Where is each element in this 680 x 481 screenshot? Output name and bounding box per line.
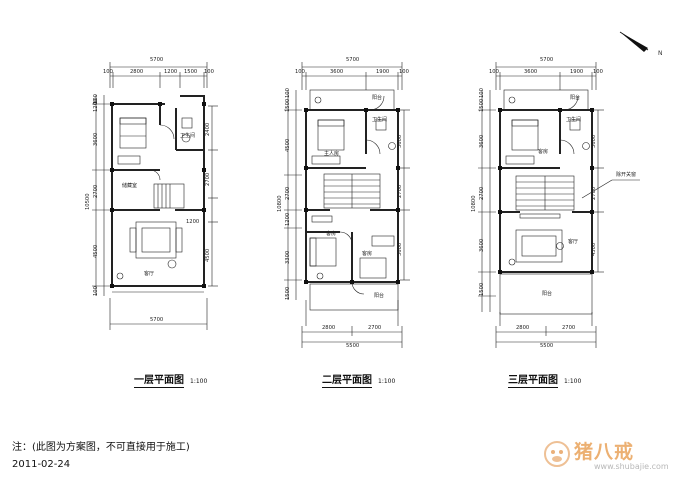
plan1-title: 一层平面图 1:100: [134, 371, 208, 388]
plan3-room-label: 阳台: [570, 95, 581, 101]
plan2-room-label: 客房: [362, 251, 373, 257]
plan3-dim-left: 2700: [479, 186, 485, 200]
plan1-dim-left: 100: [93, 286, 99, 296]
north-label: N: [658, 50, 663, 57]
plan1-dim-top-total: 5700: [150, 57, 164, 63]
plan3-dim-top: 1900: [570, 69, 584, 75]
plan2-dim-left: 1200: [285, 212, 291, 226]
plan2-dim-left-total: 10800: [277, 195, 283, 212]
plan1-scale: 1:100: [190, 378, 208, 385]
plan2-room-label: 卫生间: [372, 117, 388, 123]
plan3-dim-right: 3600: [591, 134, 597, 148]
plan2-dim-left: 1500: [285, 286, 291, 300]
plan2-dim-bottom: 2700: [368, 325, 382, 331]
plan3-title-text: 三层平面图: [508, 375, 558, 388]
plan-1-drawing: [92, 62, 218, 330]
plan2-dim-left: 1500: [285, 98, 291, 112]
plan3-room-label: 客房: [538, 149, 549, 155]
plan2-room-label: 主人房: [324, 151, 340, 157]
plan2-dim-left: 3300: [285, 250, 291, 264]
plan3-dim-top-total: 5700: [540, 57, 554, 63]
plan1-room-label: 储藏室: [122, 183, 138, 189]
plan2-dim-left: 2700: [285, 186, 291, 200]
plan3-scale: 1:100: [564, 378, 582, 385]
plan-3-drawing: [478, 62, 640, 348]
plan3-dim-right: 4500: [591, 242, 597, 256]
plan3-dim-left: 1500: [479, 98, 485, 112]
plan2-room-label: 阳台: [372, 95, 383, 101]
plan1-dim-left: 4500: [93, 244, 99, 258]
plan3-room-label: 客厅: [568, 239, 579, 245]
plan2-dim-top: 100: [295, 69, 305, 75]
plan3-dim-left-total: 10800: [471, 195, 477, 212]
plan1-dim-left: 3600: [93, 132, 99, 146]
plan1-title-text: 一层平面图: [134, 375, 184, 388]
plan3-dim-left: 1500: [479, 282, 485, 296]
plan1-dim-top: 2800: [130, 69, 144, 75]
plan3-dim-top: 100: [489, 69, 499, 75]
plan3-dim-left: 3600: [479, 238, 485, 252]
plan2-dim-top: 100: [399, 69, 409, 75]
plan1-dim-top: 1200: [164, 69, 178, 75]
plan1-dim-left-total: 10500: [85, 193, 91, 210]
plan1-room-label: 卫生间: [180, 133, 196, 139]
plan1-dim-top: 1500: [184, 69, 198, 75]
plan3-dim-right: 2700: [591, 186, 597, 200]
watermark: 猪八戒 www.shubajie.com: [538, 435, 678, 479]
plan1-dim-right: 1200: [186, 219, 200, 225]
plan3-callout-label: 除开关窗: [616, 172, 637, 178]
plan1-dim-left: 1200: [93, 98, 99, 112]
plan1-room-label: 客厅: [144, 271, 155, 277]
watermark-text: 猪八戒: [574, 441, 635, 463]
plan2-dim-top-total: 5700: [346, 57, 360, 63]
plan1-dim-top: 100: [204, 69, 214, 75]
plan1-dim-right: 2700: [205, 172, 211, 186]
plan2-room-label: 阳台: [374, 293, 385, 299]
plan2-dim-right: 3600: [397, 242, 403, 256]
plan2-title-text: 二层平面图: [322, 375, 372, 388]
north-arrow-icon: N: [614, 24, 670, 64]
plan3-dim-bottom: 2800: [516, 325, 530, 331]
drawing-date: 2011-02-24: [12, 459, 71, 470]
plan3-title: 三层平面图 1:100: [508, 371, 582, 388]
plan2-dim-left: 4500: [285, 138, 291, 152]
plan3-dim-left: 3600: [479, 134, 485, 148]
plan3-dim-bottom: 2700: [562, 325, 576, 331]
plan1-dim-top: 100: [103, 69, 113, 75]
watermark-logo-icon: [544, 441, 570, 467]
drawing-note: 注：(此图为方案图，不可直接用于施工): [12, 442, 190, 453]
plan2-room-label: 客房: [326, 231, 337, 237]
plan3-dim-top: 100: [593, 69, 603, 75]
plan3-dim-bottom-total: 5500: [540, 343, 554, 349]
plan2-dim-right: 2700: [397, 184, 403, 198]
plan3-dim-left: 100: [479, 88, 485, 98]
plan-2-drawing: [284, 62, 410, 348]
plan2-dim-bottom-total: 5500: [346, 343, 360, 349]
plan2-dim-top: 3600: [330, 69, 344, 75]
plan1-dim-bottom: 5700: [150, 317, 164, 323]
plan1-dim-right: 4500: [205, 248, 211, 262]
plan3-room-label: 卫生间: [566, 117, 582, 123]
plan2-dim-top: 1900: [376, 69, 390, 75]
plan3-dim-top: 3600: [524, 69, 538, 75]
plan2-title: 二层平面图 1:100: [322, 371, 396, 388]
plan2-dim-bottom: 2800: [322, 325, 336, 331]
plan1-dim-left: 2700: [93, 184, 99, 198]
plan2-dim-right: 3600: [397, 134, 403, 148]
watermark-url: www.shubajie.com: [594, 462, 669, 471]
plan2-dim-left: 100: [285, 88, 291, 98]
plan3-room-label: 阳台: [542, 291, 553, 297]
plan1-dim-right: 2400: [205, 122, 211, 136]
plan2-scale: 1:100: [378, 378, 396, 385]
